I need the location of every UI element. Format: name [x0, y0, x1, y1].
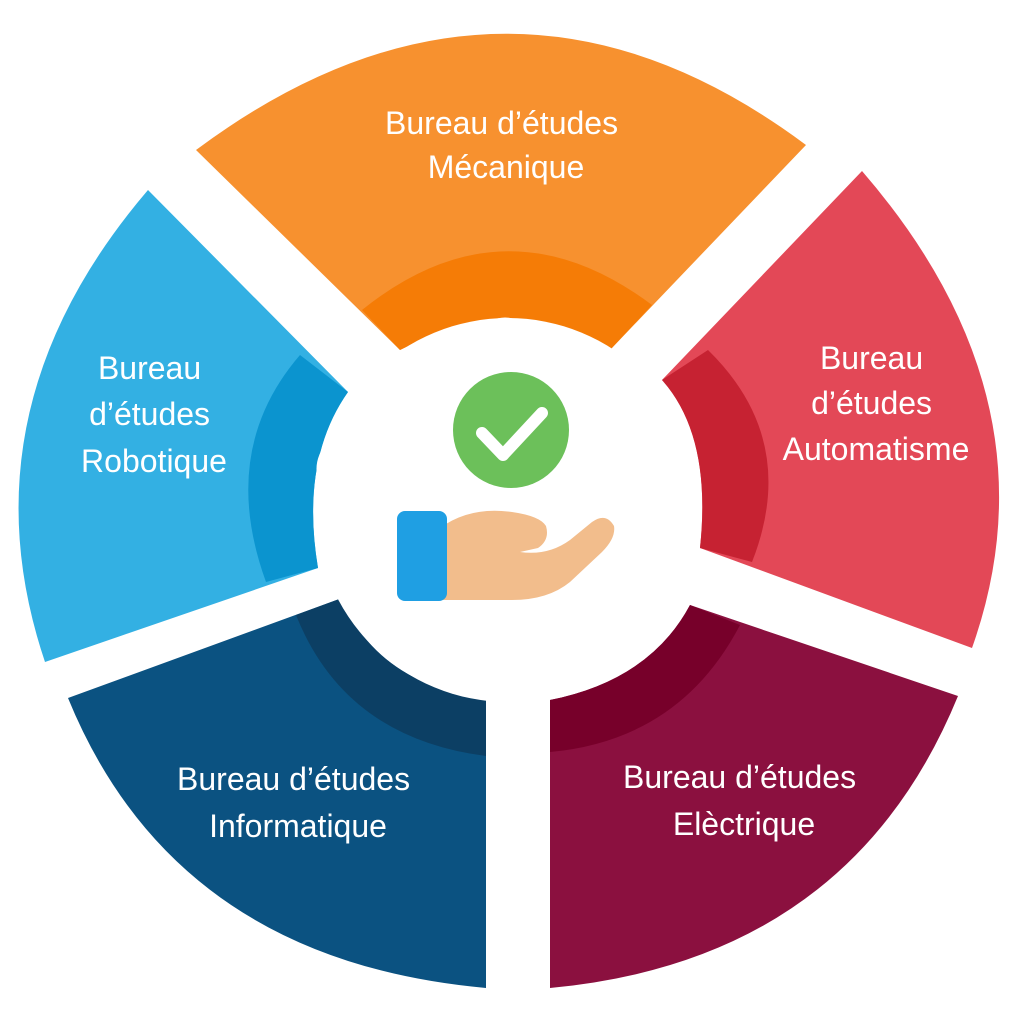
check-circle-bg [453, 372, 569, 488]
segment-robotique-line-2: d’études [89, 396, 210, 432]
segment-mecanique: Bureau d’études Mécanique [196, 33, 806, 350]
segment-electrique-inner [550, 605, 740, 752]
segment-informatique: Bureau d’études Informatique [68, 598, 486, 988]
segment-robotique: Bureau d’études Robotique [18, 190, 348, 662]
center-hub-circle [316, 318, 700, 702]
center-hub-notch-left [316, 440, 328, 495]
segment-electrique: Bureau d’études Elèctrique [550, 605, 958, 988]
hand-cuff [397, 511, 447, 601]
hand-icon [397, 510, 615, 601]
segment-informatique-line-1: Bureau d’études [177, 761, 410, 797]
segment-electrique-label: Bureau d’études Elèctrique [623, 759, 865, 842]
center-hub [316, 317, 700, 702]
hand-palm [440, 510, 615, 600]
segment-automatisme-inner [662, 350, 769, 562]
segment-mecanique-inner [362, 251, 652, 350]
segment-robotique-label: Bureau d’études Robotique [81, 350, 227, 479]
segment-automatisme-line-1: Bureau [820, 340, 923, 376]
segment-electrique-line-1: Bureau d’études [623, 759, 856, 795]
segment-mecanique-label: Bureau d’études Mécanique [385, 105, 627, 185]
segment-informatique-line-2: Informatique [209, 808, 387, 844]
segment-mecanique-line-2: Mécanique [428, 149, 585, 185]
segment-automatisme: Bureau d’études Automatisme [662, 171, 1000, 648]
segment-robotique-line-1: Bureau [98, 350, 201, 386]
check-mark [476, 407, 548, 461]
check-circle-icon [453, 372, 569, 488]
segment-automatisme-line-3: Automatisme [783, 431, 970, 467]
segment-automatisme-label: Bureau d’études Automatisme [783, 340, 970, 467]
segment-robotique-inner [248, 355, 348, 582]
segment-informatique-label: Bureau d’études Informatique [177, 761, 419, 844]
center-hub-notch-top [478, 317, 532, 330]
segment-robotique-line-3: Robotique [81, 443, 227, 479]
segment-mecanique-outer [196, 33, 806, 350]
segment-informatique-inner [296, 598, 486, 756]
segment-mecanique-line-1: Bureau d’études [385, 105, 618, 141]
segment-automatisme-line-2: d’études [811, 385, 932, 421]
segment-electrique-line-2: Elèctrique [673, 806, 815, 842]
